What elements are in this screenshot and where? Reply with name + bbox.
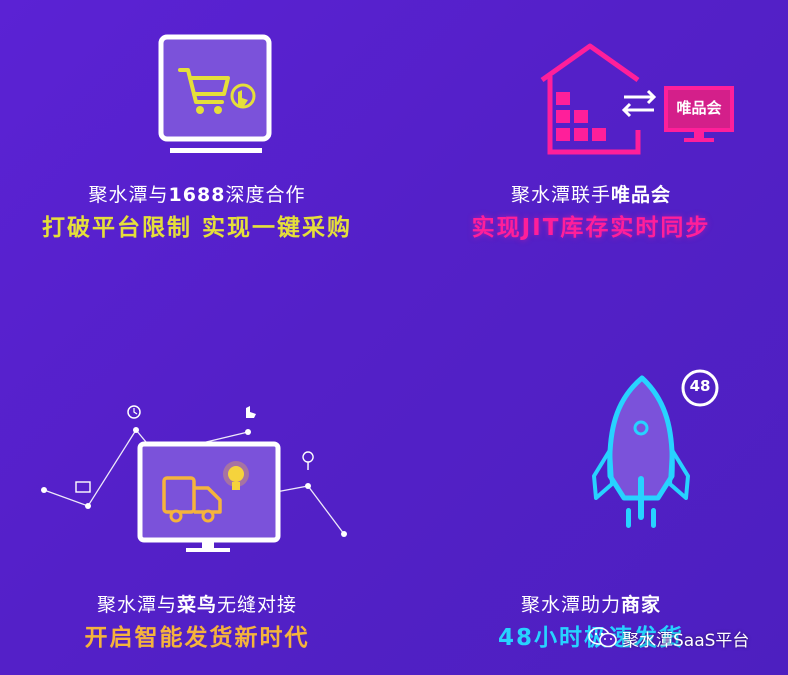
feature-cainiao-subtitle: 开启智能发货新时代: [84, 625, 310, 651]
screen-label: 唯品会: [676, 99, 722, 117]
watermark: 聚水潭SaaS平台: [588, 624, 749, 652]
feature-1688-subtitle: 打破平台限制 实现一键采购: [41, 215, 352, 241]
feature-vip: 唯品会 聚水潭联手唯品会 实现JIT库存实时同步: [394, 0, 788, 300]
feature-merchant: 48 聚水潭助力商家 48小时极速发货: [394, 330, 788, 670]
feature-cainiao: 聚水潭与菜鸟无缝对接 开启智能发货新时代: [0, 330, 394, 670]
shopping-cart-monitor-icon: [158, 34, 272, 153]
watermark-text: 聚水潭SaaS平台: [622, 630, 750, 651]
warehouse-sync-icon: [540, 43, 734, 155]
feature-1688-title: 聚水潭与1688深度合作: [88, 184, 306, 206]
rocket-icon: [592, 369, 719, 528]
delivery-truck-monitor-icon: [41, 405, 347, 552]
wechat-icon: [588, 627, 617, 648]
feature-vip-subtitle: 实现JIT库存实时同步: [471, 215, 711, 241]
feature-vip-title: 聚水潭联手唯品会: [510, 184, 672, 206]
speed-badge: 48: [689, 377, 711, 395]
feature-cainiao-title: 聚水潭与菜鸟无缝对接: [96, 594, 298, 616]
feature-merchant-title: 聚水潭助力商家: [520, 594, 662, 616]
feature-1688: 聚水潭与1688深度合作 打破平台限制 实现一键采购: [0, 0, 394, 300]
